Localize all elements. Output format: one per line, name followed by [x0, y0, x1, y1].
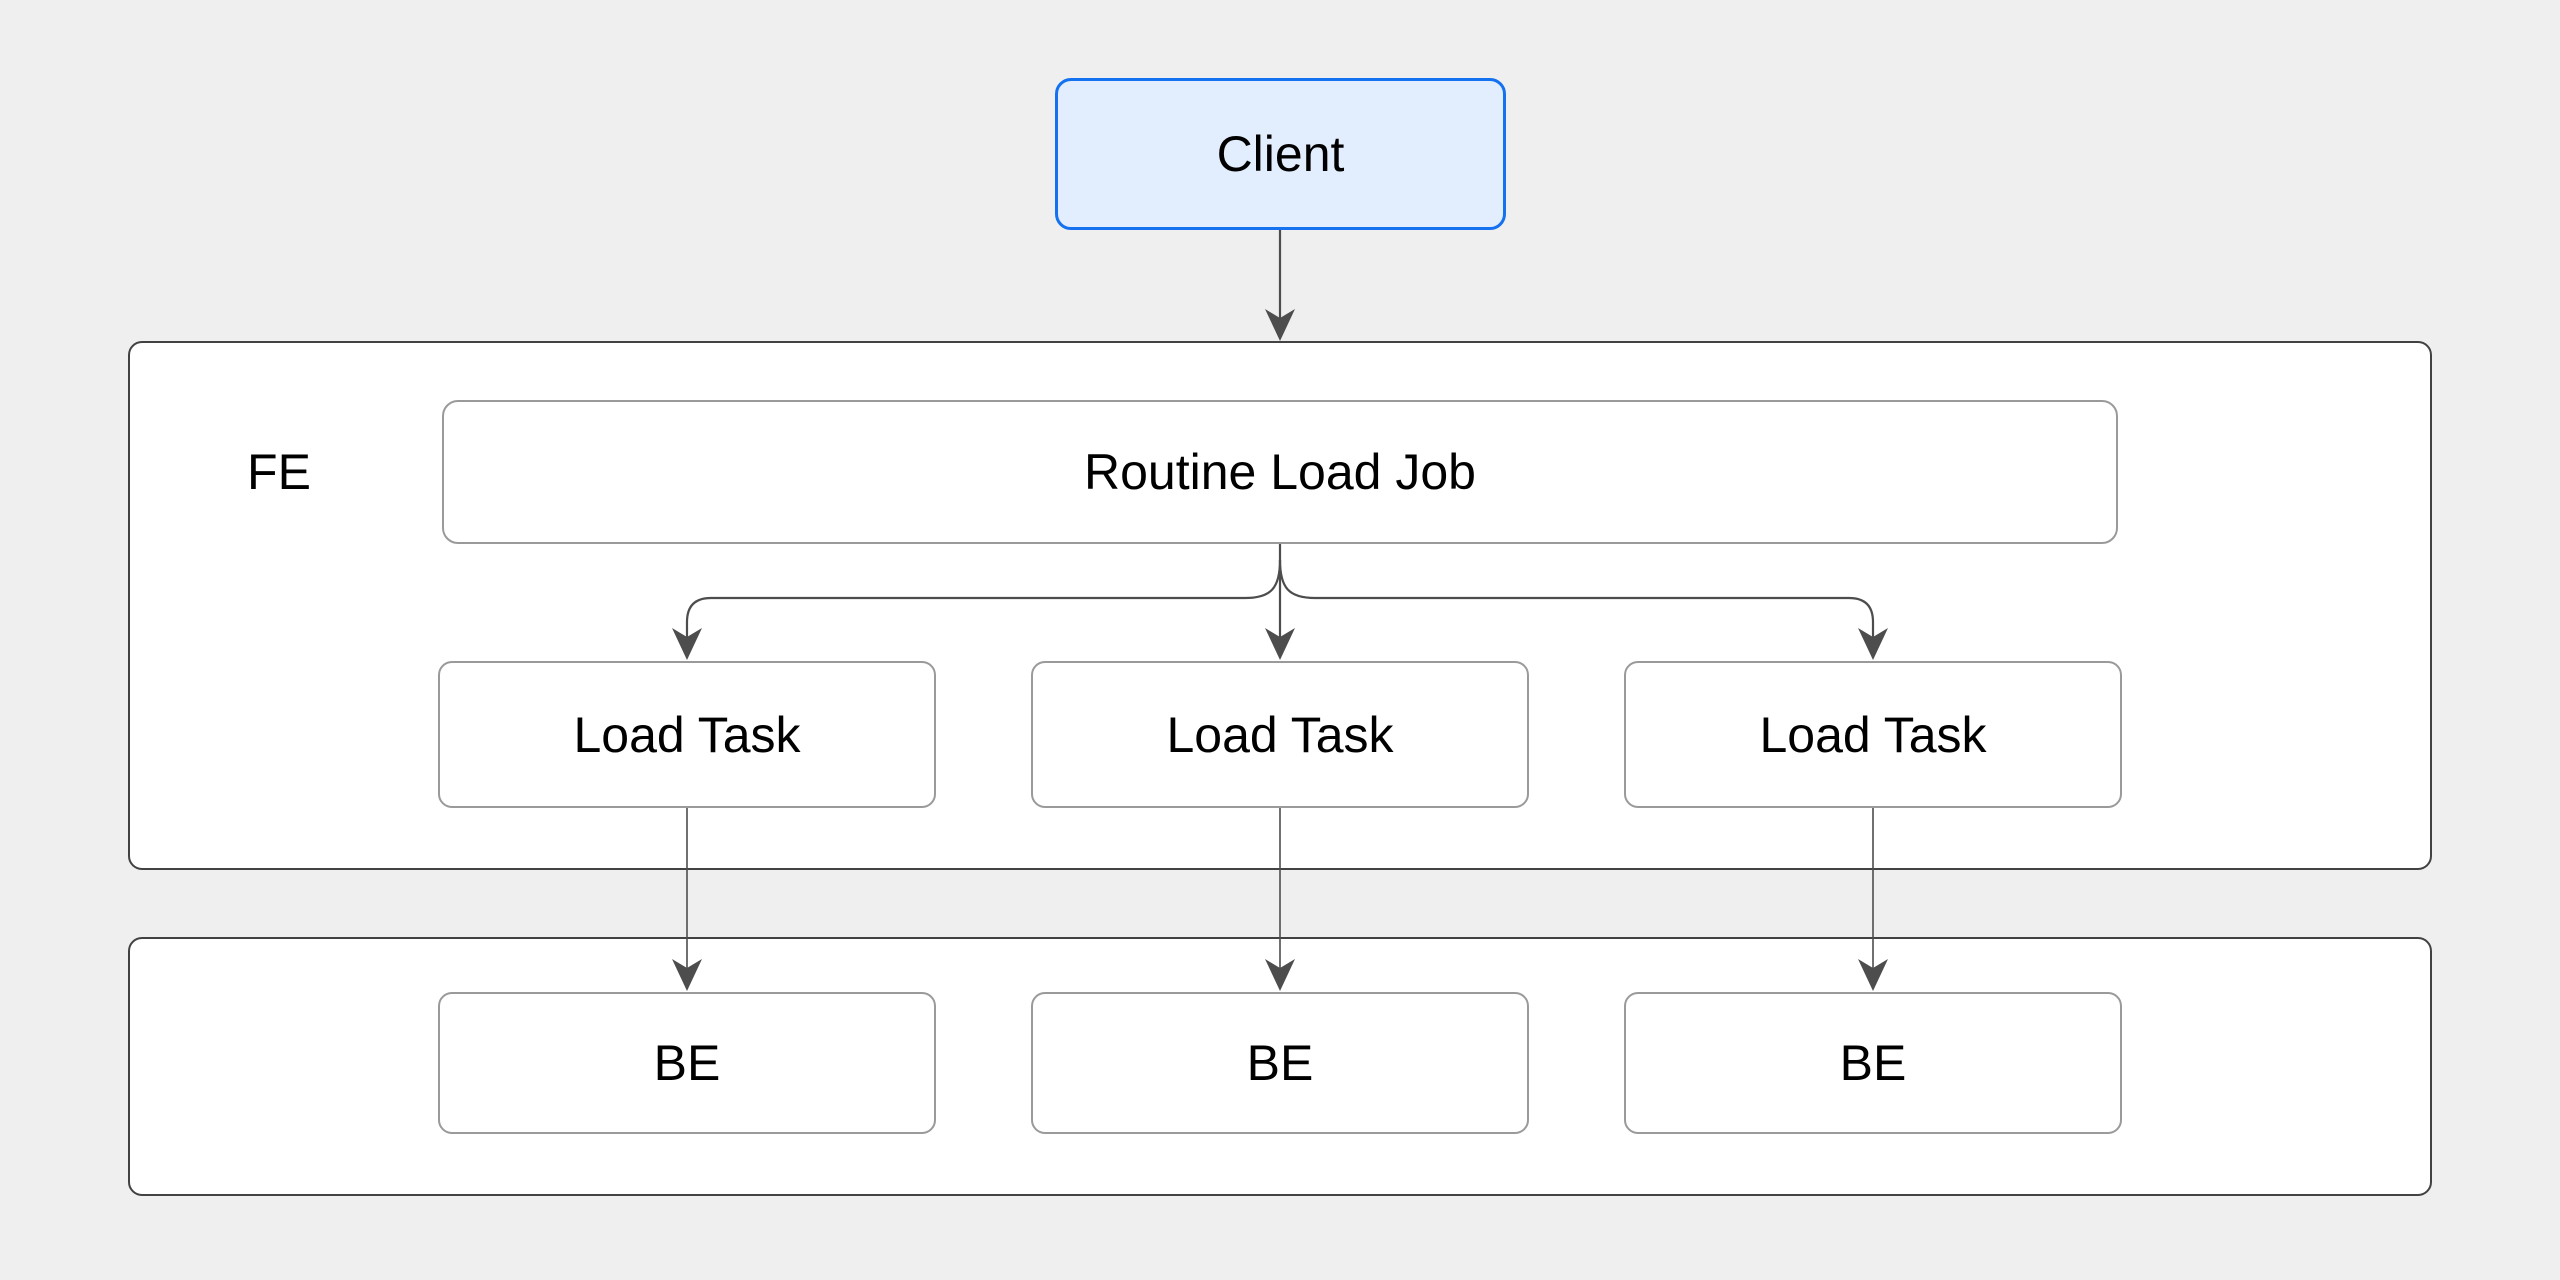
- node-load-task-1-label: Load Task: [573, 706, 801, 763]
- node-be-1-label: BE: [653, 1035, 721, 1091]
- group-fe-label: FE: [247, 444, 311, 500]
- node-be-3-label: BE: [1839, 1035, 1907, 1091]
- node-load-task-2-label: Load Task: [1166, 706, 1394, 763]
- node-be-2: BE: [1031, 992, 1529, 1134]
- node-routine-load-job: Routine Load Job: [442, 400, 2118, 544]
- arrow-client-to-fe-arrowhead: [1265, 309, 1295, 341]
- node-load-task-3-label: Load Task: [1759, 706, 1987, 763]
- arrow-client-to-fe: [1265, 230, 1295, 341]
- node-load-task-2: Load Task: [1031, 661, 1529, 808]
- node-routine-load-job-label: Routine Load Job: [1084, 444, 1476, 500]
- node-client: Client: [1055, 78, 1506, 230]
- node-be-3: BE: [1624, 992, 2122, 1134]
- node-client-label: Client: [1216, 126, 1345, 182]
- node-be-1: BE: [438, 992, 936, 1134]
- node-be-2-label: BE: [1246, 1035, 1314, 1091]
- node-load-task-3: Load Task: [1624, 661, 2122, 808]
- node-load-task-1: Load Task: [438, 661, 936, 808]
